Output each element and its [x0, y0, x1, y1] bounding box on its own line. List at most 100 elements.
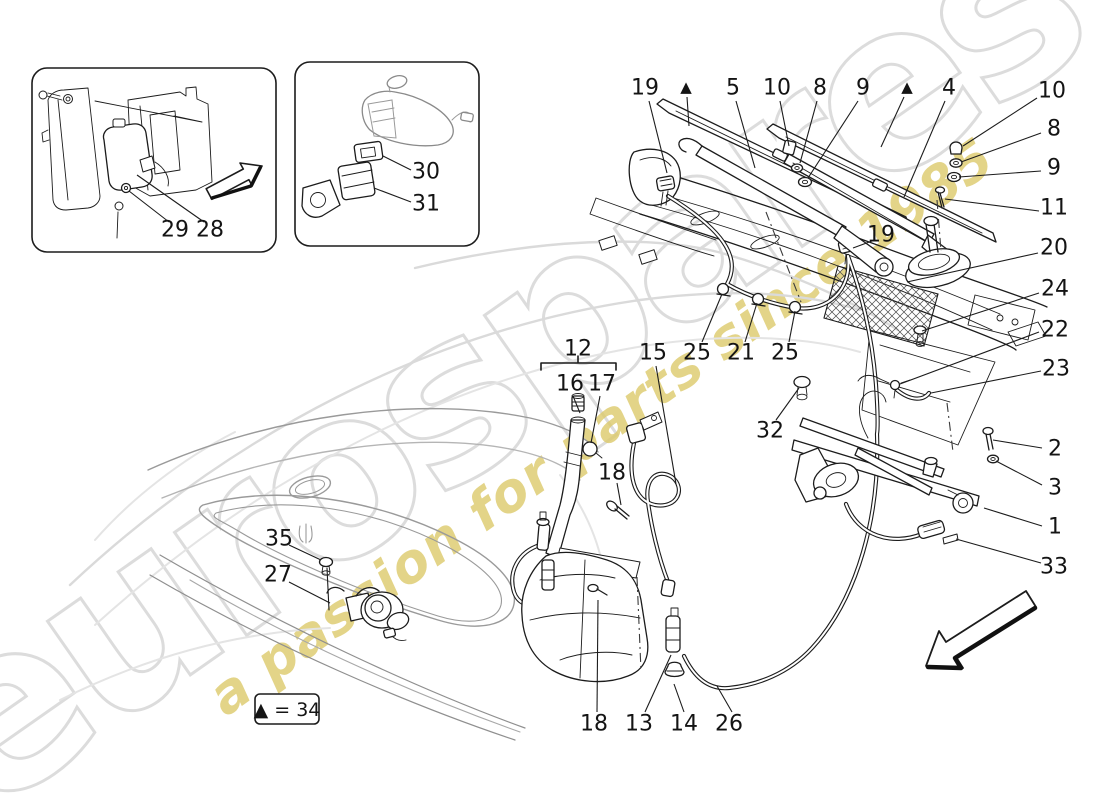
screw-bottom: [114, 201, 124, 239]
leader-16: [572, 395, 581, 414]
washer-9-left: [797, 176, 813, 188]
pump-left-2: [541, 559, 555, 591]
rearview-mirror: [361, 75, 474, 147]
callout-26: 26: [715, 712, 743, 737]
bolt-18-upper: [606, 500, 630, 520]
cap-10-left: [782, 139, 797, 156]
leader-25: [701, 293, 723, 343]
fitting-15: [625, 411, 663, 444]
callout-27: 27: [264, 563, 292, 588]
callout-25: 25: [771, 341, 799, 366]
leader-30: [382, 155, 412, 171]
callout-30: 30: [412, 160, 440, 185]
leader-11: [944, 198, 1040, 212]
cap-19-left: [655, 175, 676, 207]
leader-32: [775, 387, 800, 421]
ring-17: [582, 441, 603, 459]
callout-8: 8: [813, 76, 827, 101]
callout-2: 2: [1048, 437, 1062, 462]
pump-left: [536, 511, 551, 551]
callout-1: 1: [1048, 515, 1062, 540]
washer-8-left: [790, 163, 804, 173]
leader-2: [992, 439, 1043, 449]
horn-grommet: [318, 556, 334, 576]
leader-19: [648, 100, 668, 174]
callout-21: 21: [727, 341, 755, 366]
leader-▲: [880, 96, 905, 148]
leader-5: [735, 100, 756, 169]
bolt-2: [982, 426, 994, 451]
legend-text: ▲ = 34: [254, 699, 321, 721]
clip-25-left: [716, 282, 731, 297]
direction-arrow-inset: [205, 162, 263, 201]
callout-10: 10: [1038, 79, 1066, 104]
leader-3: [995, 460, 1043, 486]
wiper-linkage: [791, 390, 1000, 545]
callout-11: 11: [1040, 196, 1068, 221]
leader-lines: [128, 96, 1043, 713]
leader-27: [288, 581, 331, 604]
inset-control-unit: [31, 67, 277, 253]
callout-8: 8: [1047, 117, 1061, 142]
callout-16: 16: [556, 372, 584, 397]
leader-18: [616, 482, 622, 506]
leader-13: [644, 654, 672, 713]
callout-4: 4: [942, 76, 956, 101]
grommet-32: [793, 375, 811, 401]
leader-8: [960, 132, 1042, 163]
callout-12: 12: [564, 337, 592, 362]
leader-19: [852, 240, 873, 249]
callout-24: 24: [1041, 277, 1069, 302]
callout-9: 9: [856, 76, 870, 101]
callout-5: 5: [726, 76, 740, 101]
bracket-31: [337, 161, 376, 201]
callout-31: 31: [412, 192, 440, 217]
callout-25: 25: [683, 341, 711, 366]
group-bracket-12: [540, 355, 617, 371]
hose-connector: [660, 578, 676, 598]
leader-28: [136, 174, 205, 223]
blade-fasteners: [782, 139, 963, 209]
callout-35: 35: [265, 527, 293, 552]
washer-8-right: [949, 158, 963, 168]
horn-assembly: [318, 556, 410, 641]
trident-emblem: [298, 523, 313, 544]
callout-28: 28: [196, 218, 224, 243]
inset-mirror: [294, 61, 480, 247]
leader-20: [906, 252, 1039, 283]
callout-triangle-marker: ▲: [901, 78, 913, 96]
clip-21: [751, 292, 766, 307]
callout-15: 15: [639, 341, 667, 366]
harness-connector-33: [917, 519, 959, 545]
leader-17: [590, 395, 601, 444]
callout-20: 20: [1040, 236, 1068, 261]
callout-33: 33: [1040, 555, 1068, 580]
control-module-28: [102, 118, 169, 191]
leader-31: [373, 187, 412, 203]
connector-30: [353, 140, 384, 163]
leader-9: [807, 100, 859, 179]
callout-19: 19: [631, 76, 659, 101]
callout-18: 18: [580, 712, 608, 737]
leader-4: [903, 100, 946, 198]
callout-3: 3: [1048, 476, 1062, 501]
washer-9-right: [946, 171, 962, 183]
leader-15: [655, 365, 677, 485]
callout-13: 13: [625, 712, 653, 737]
leader-▲: [686, 96, 690, 127]
leader-29: [128, 190, 170, 223]
callout-29: 29: [161, 218, 189, 243]
legend-box: ▲ = 34: [254, 693, 321, 725]
leader-9: [958, 170, 1042, 178]
leader-23: [930, 370, 1042, 394]
leader-10: [779, 100, 790, 147]
callout-19: 19: [867, 223, 895, 248]
mount-plate: [301, 179, 341, 218]
callout-14: 14: [670, 712, 698, 737]
wiper-pivot-right: [905, 215, 971, 289]
bolt-18-lower: [587, 583, 608, 596]
pump-13: [665, 607, 681, 653]
